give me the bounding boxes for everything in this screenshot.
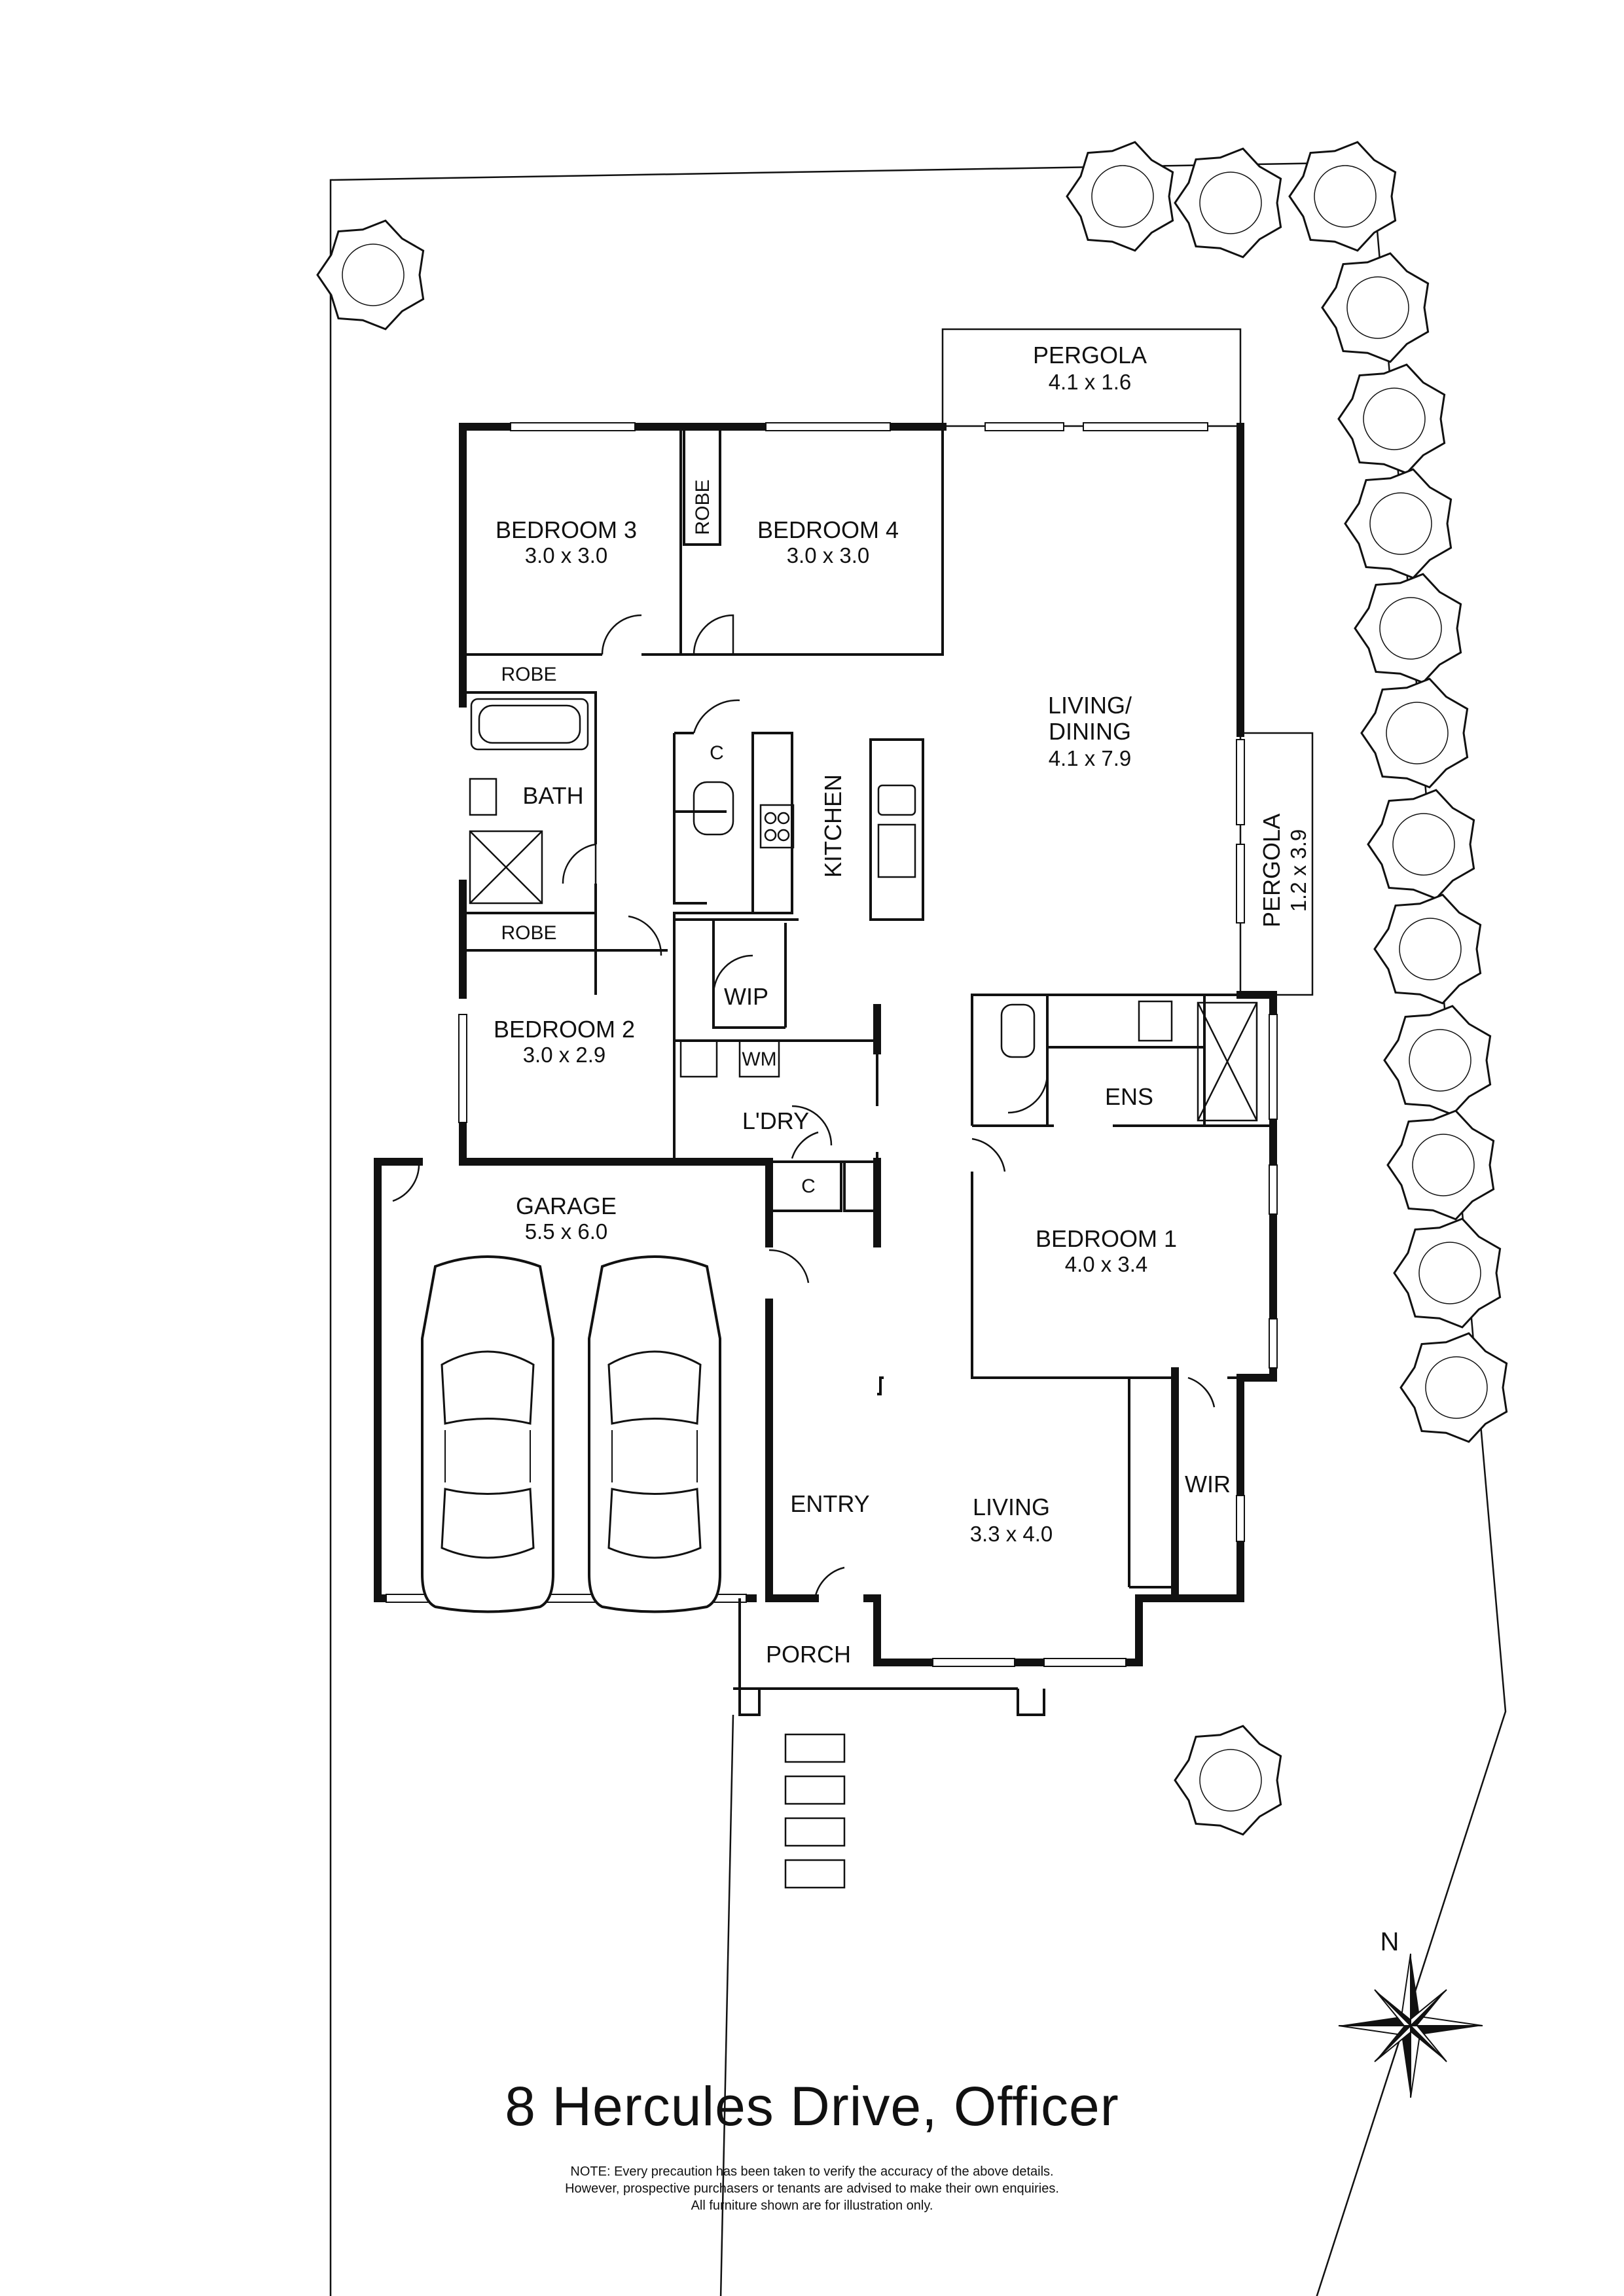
tree-icon	[1399, 918, 1462, 980]
bedroom4-dims: 3.0 x 3.0	[787, 543, 870, 567]
compass-rose-icon	[1338, 1953, 1483, 2098]
tree-icon	[1346, 276, 1409, 339]
pergola-top-name: PERGOLA	[1033, 342, 1147, 368]
property-boundary	[329, 161, 1507, 2296]
entry-label: ENTRY	[790, 1490, 869, 1517]
tree-icon	[1412, 1134, 1475, 1196]
compass-north-label: N	[1380, 1928, 1399, 1956]
tree-icon	[1354, 573, 1462, 684]
tree-icon	[1367, 789, 1475, 900]
tree-icon	[1369, 492, 1432, 555]
garage-name: GARAGE	[516, 1193, 617, 1219]
tree-icon	[1392, 813, 1455, 876]
cupboard-laundry-label: C	[801, 1175, 816, 1197]
tree-icon	[1425, 1356, 1488, 1419]
living-dining-dims: 4.1 x 7.9	[1049, 746, 1132, 770]
porch-label: PORCH	[766, 1641, 851, 1668]
disclaimer-line-1: NOTE: Every precaution has been taken to…	[570, 2164, 1054, 2179]
tree-icon	[316, 219, 425, 331]
living-dining-name-line2: DINING	[1049, 718, 1131, 745]
pergola-top-dims: 4.1 x 1.6	[1049, 370, 1132, 394]
bedroom4-name: BEDROOM 4	[757, 516, 899, 543]
tree-icon	[1386, 702, 1449, 764]
tree-icon	[1344, 468, 1453, 579]
tree-icon	[1386, 1109, 1495, 1221]
tree-icon	[1091, 165, 1154, 228]
tree-icon	[1199, 171, 1262, 234]
front-steps	[719, 1714, 846, 2296]
cars	[421, 1255, 721, 1613]
tree-icon	[1383, 1005, 1492, 1116]
disclaimer-note: NOTE: Every precaution has been taken to…	[0, 2163, 1624, 2214]
robe-bath-label: ROBE	[501, 922, 556, 944]
living-name: LIVING	[973, 1494, 1050, 1520]
kitchen-fixtures	[759, 738, 924, 921]
disclaimer-line-2: However, prospective purchasers or tenan…	[565, 2181, 1059, 2196]
bedroom2-name: BEDROOM 2	[494, 1016, 635, 1043]
tree-icon	[1373, 893, 1482, 1005]
tree-icon	[1066, 141, 1174, 252]
robe-b4-label: ROBE	[692, 479, 713, 535]
garage-dims: 5.5 x 6.0	[525, 1219, 608, 1244]
ens-label: ENS	[1105, 1083, 1153, 1110]
kitchen-label: KITCHEN	[820, 774, 846, 878]
tree-icon	[1360, 677, 1469, 789]
car-icon	[588, 1255, 721, 1613]
interior-walls	[461, 425, 1273, 1716]
tree-icon	[1174, 147, 1282, 259]
bath-label: BATH	[522, 782, 583, 809]
doors[interactable]	[392, 614, 1216, 1599]
trees	[316, 141, 1508, 1836]
robe-b3-label: ROBE	[501, 664, 556, 685]
tree-icon	[1174, 1725, 1282, 1836]
compass: N	[1338, 1928, 1483, 2098]
room-labels: PERGOLA 4.1 x 1.6 BEDROOM 3 3.0 x 3.0 RO…	[494, 342, 1310, 1668]
disclaimer-line-3: All furniture shown are for illustration…	[691, 2198, 933, 2213]
tree-icon	[1409, 1029, 1471, 1092]
tree-icon	[1314, 165, 1377, 228]
wm-label: WM	[742, 1049, 776, 1070]
tree-icon	[1418, 1242, 1481, 1304]
tree-icon	[1321, 252, 1430, 363]
tree-icon	[1337, 363, 1446, 475]
living-dims: 3.3 x 4.0	[970, 1522, 1053, 1546]
tree-icon	[1288, 141, 1397, 252]
bedroom3-dims: 3.0 x 3.0	[525, 543, 608, 567]
pergola-side-name: PERGOLA	[1258, 814, 1285, 927]
living-dining-name-line1: LIVING/	[1048, 692, 1132, 719]
tree-icon	[342, 243, 405, 306]
tree-icon	[1363, 387, 1426, 450]
bedroom3-name: BEDROOM 3	[496, 516, 637, 543]
property-address: 8 Hercules Drive, Officer	[505, 2075, 1119, 2137]
bedroom1-dims: 4.0 x 3.4	[1065, 1252, 1148, 1276]
tree-icon	[1393, 1217, 1502, 1329]
wir-label: WIR	[1185, 1471, 1231, 1498]
tree-icon	[1399, 1332, 1508, 1443]
bedroom1-name: BEDROOM 1	[1036, 1225, 1177, 1252]
bathroom-fixtures	[469, 698, 1258, 1122]
cupboard-kitchen-label: C	[710, 742, 724, 764]
tree-icon	[1379, 597, 1442, 660]
tree-icon	[1199, 1749, 1262, 1812]
wip-label: WIP	[724, 983, 768, 1010]
car-icon	[421, 1255, 554, 1613]
bedroom2-dims: 3.0 x 2.9	[523, 1043, 606, 1067]
pergola-side-dims: 1.2 x 3.9	[1286, 829, 1310, 912]
laundry-label: L'DRY	[742, 1107, 809, 1134]
